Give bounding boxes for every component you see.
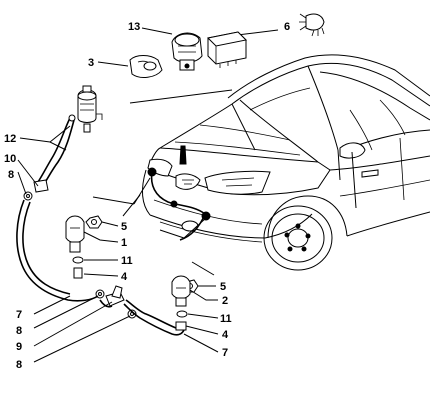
part-3-bracket [129,55,163,78]
part-4b-connector [175,321,187,331]
part-9-tee [99,285,125,308]
callout-8b: 8 [16,325,22,337]
part-6-relay [206,31,248,68]
callout-6: 6 [284,21,290,33]
callout-7a: 7 [16,309,22,321]
callout-10: 10 [4,153,16,165]
part-2-nozzle [171,275,191,307]
callout-7b: 7 [222,347,228,359]
reservoir-pump [77,85,103,133]
callout-4b: 4 [222,329,229,341]
part-11a-washer [72,256,84,264]
callout-12: 12 [4,133,16,145]
callout-2: 2 [222,295,228,307]
callout-11b: 11 [220,313,232,325]
part-13-pump [171,32,203,71]
callout-5b: 5 [220,281,226,293]
callout-8c: 8 [16,359,22,371]
callout-labels: 13 6 3 12 10 8 5 1 11 4 7 8 9 8 5 2 11 4… [4,21,290,371]
callout-8a: 8 [8,169,14,181]
callout-1: 1 [121,237,127,249]
part-11b-washer [176,310,188,318]
part-5a-nut [85,215,103,229]
headlamp-washer-icon [299,13,325,37]
part-1-nozzle [65,215,85,253]
callout-5a: 5 [121,221,127,233]
washer-nozzle-pipe [179,145,187,165]
main-hose [16,114,99,302]
part-4a-connector [73,267,83,279]
callout-11a: 11 [121,255,133,267]
callout-9: 9 [16,341,22,353]
callout-4a: 4 [121,271,128,283]
callout-13: 13 [128,21,140,33]
lower-hose [123,299,185,336]
hose-on-car [147,167,211,241]
callout-leaders [17,125,219,363]
callout-3: 3 [88,57,94,69]
car-illustration [142,54,430,271]
